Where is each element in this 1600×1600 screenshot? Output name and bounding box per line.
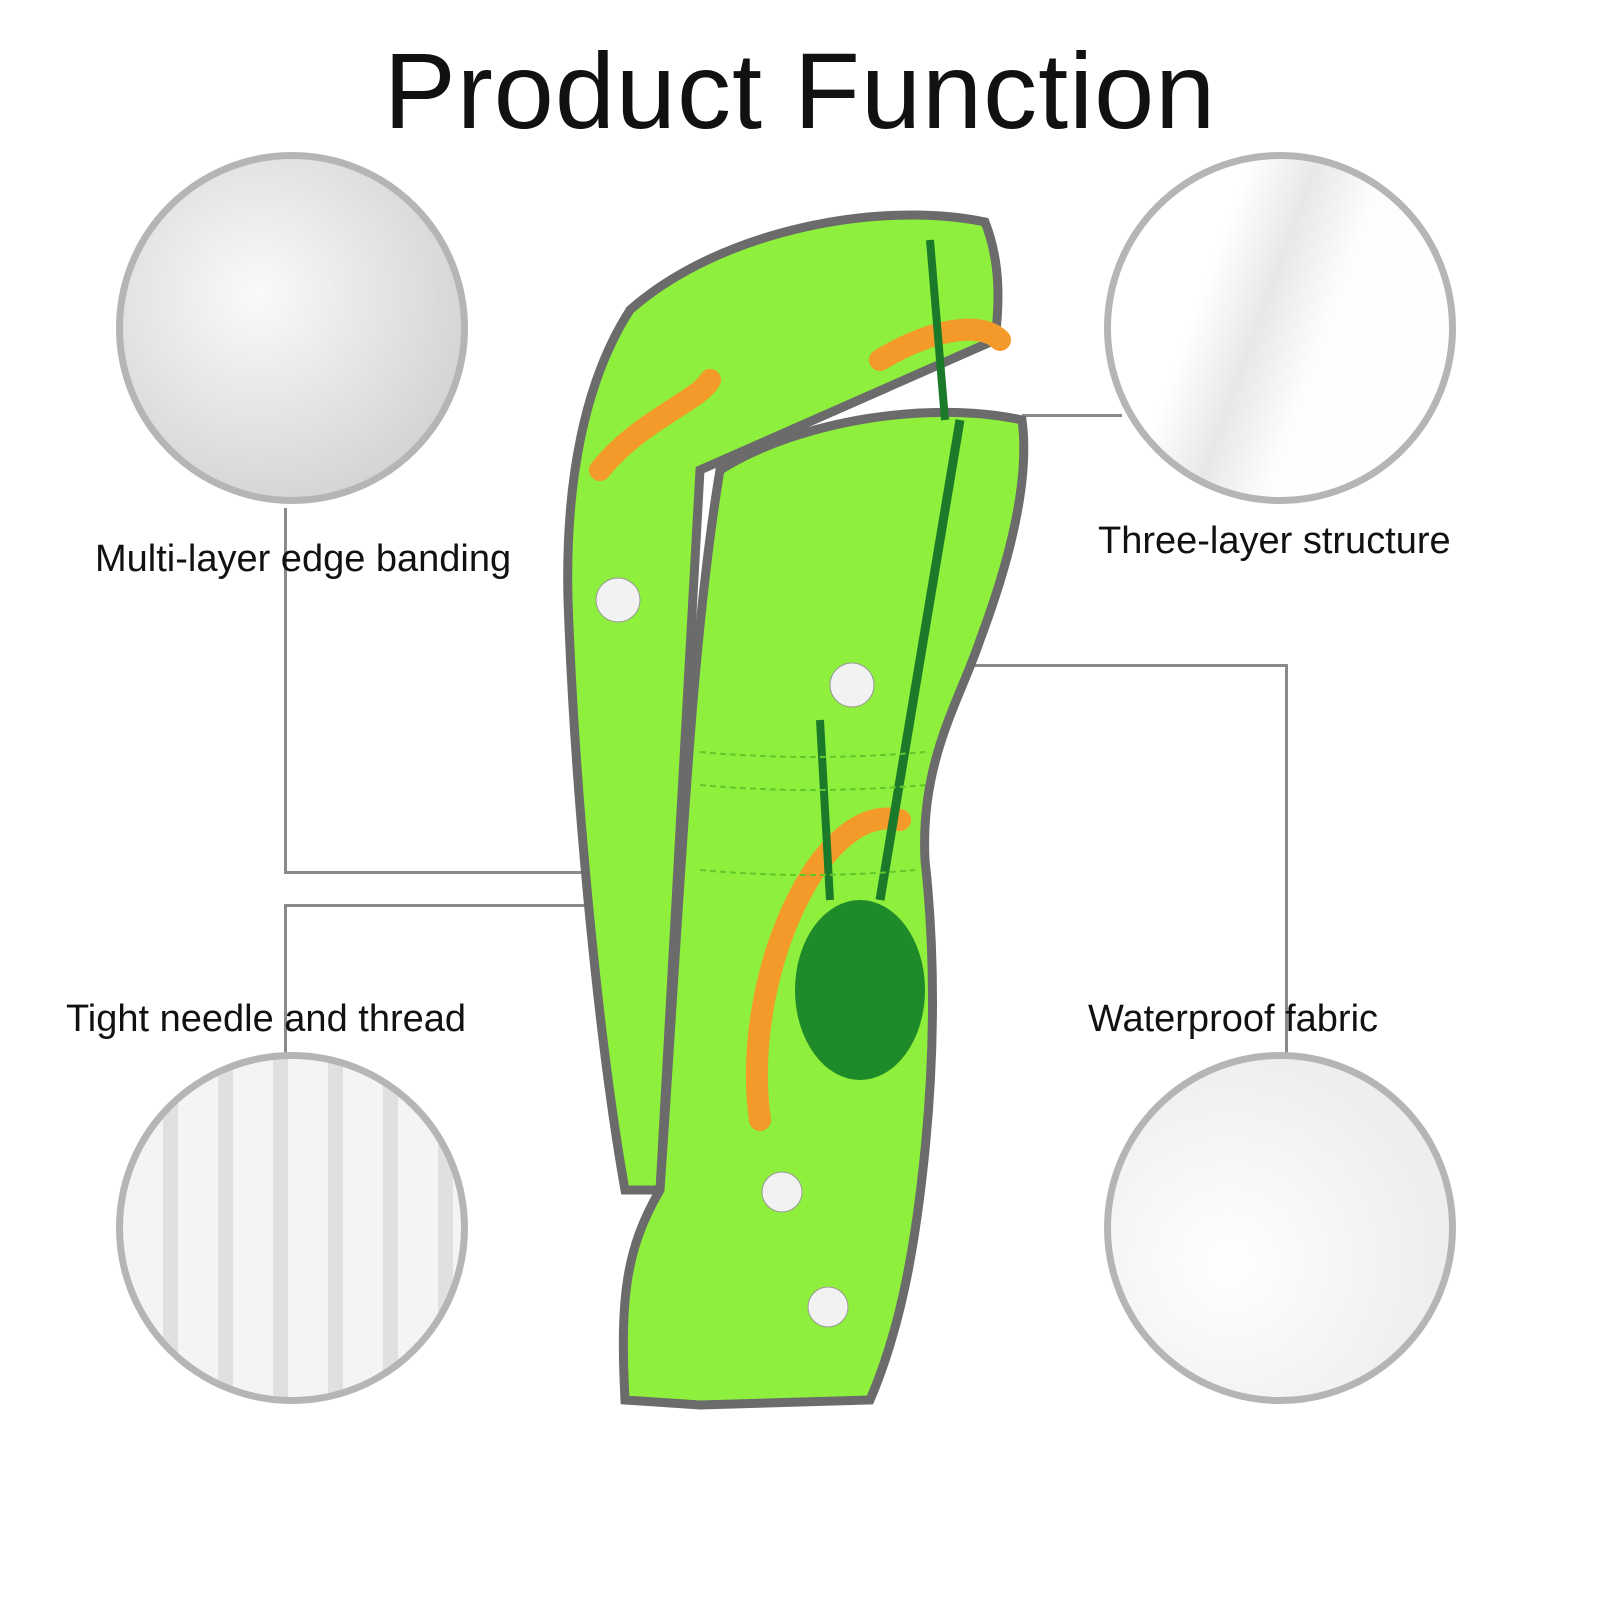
bell-icon: [761, 1171, 803, 1213]
stitch-line: [699, 751, 926, 876]
connector-line: [284, 508, 287, 874]
water-droplets-closeup-icon: [1104, 1052, 1456, 1404]
bell-icon: [807, 1286, 849, 1328]
connector-line: [1022, 414, 1122, 417]
connector-line: [970, 664, 1288, 667]
bagpipe-drone: [875, 419, 965, 901]
connector-line: [284, 871, 589, 874]
stitching-closeup-icon: [116, 1052, 468, 1404]
ribbon-decoration: [589, 318, 1011, 1131]
headcover-back-panel: [563, 210, 1003, 1195]
fabric-layer-closeup-icon: [1104, 152, 1456, 504]
connector-line: [1285, 664, 1288, 1056]
fabric-edge-closeup-icon: [116, 152, 468, 504]
feature-label-three-layer: Three-layer structure: [1098, 520, 1451, 562]
connector-line: [284, 904, 594, 907]
feature-label-waterproof: Waterproof fabric: [1088, 998, 1379, 1040]
bell-icon: [829, 662, 875, 708]
feature-label-edge-banding: Multi-layer edge banding: [95, 538, 512, 580]
bagpipe-drone: [926, 239, 949, 421]
bagpipe-drone: [816, 719, 834, 901]
page-title: Product Function: [383, 30, 1217, 151]
feature-label-needle-thread: Tight needle and thread: [66, 998, 467, 1040]
bell-icon: [595, 577, 641, 623]
bagpipe-bag: [795, 900, 925, 1080]
connector-line: [284, 904, 287, 1054]
